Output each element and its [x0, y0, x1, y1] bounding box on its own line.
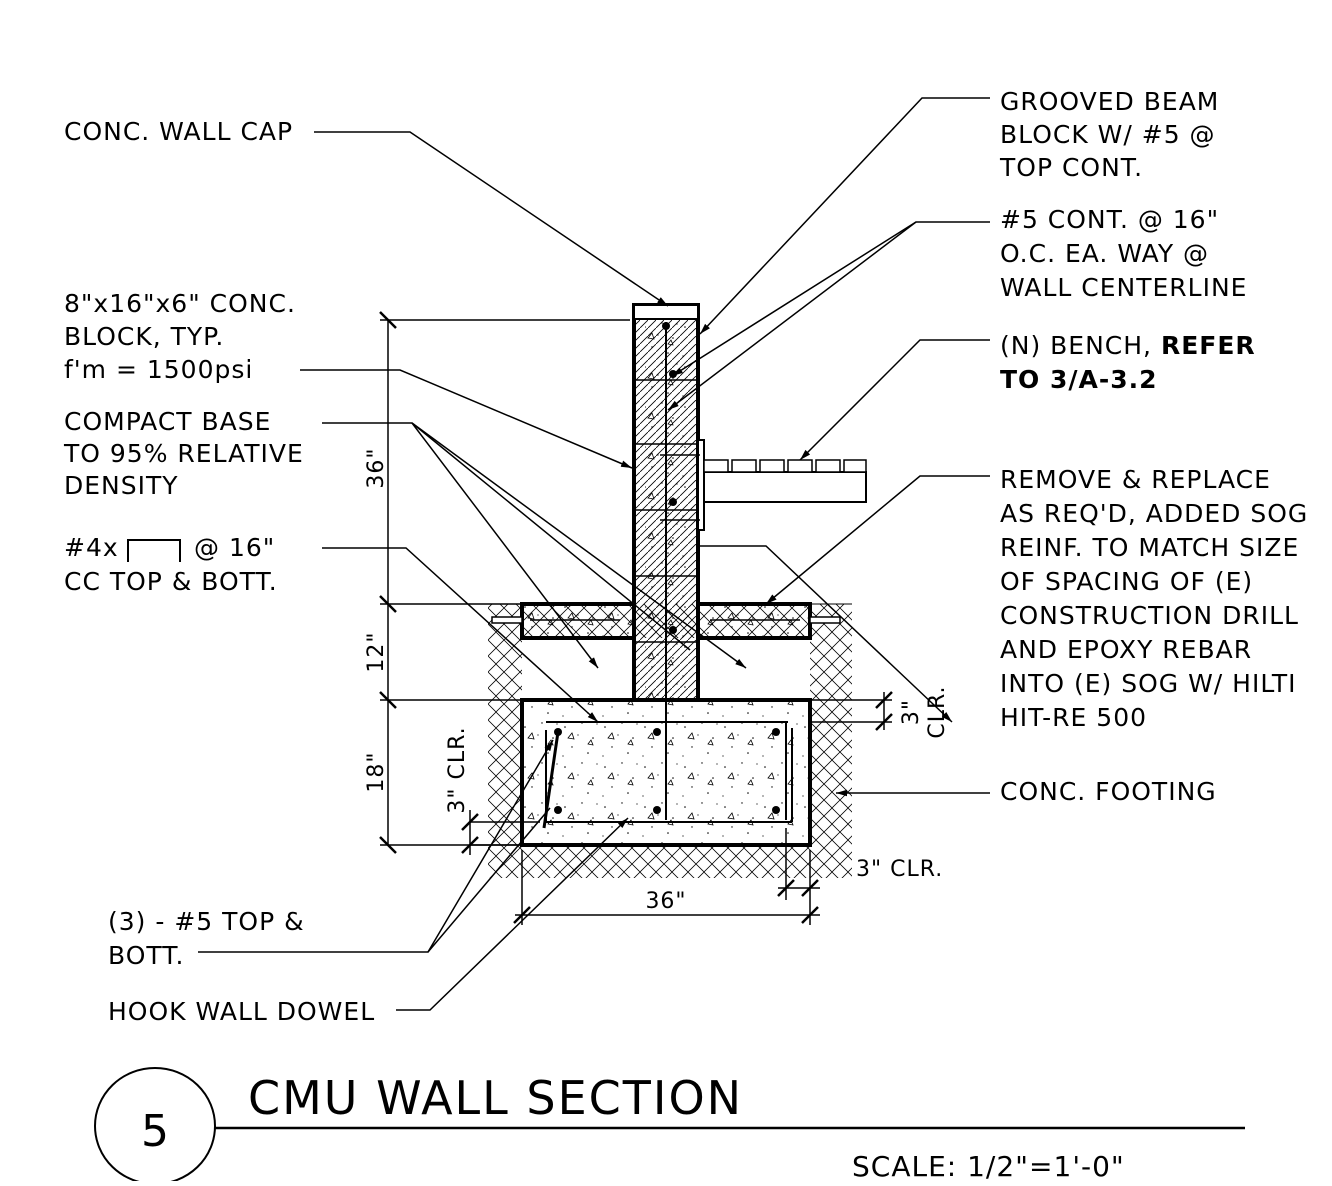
- title-block: 5 CMU WALL SECTION SCALE: 1/2"=1'-0": [94, 1067, 1245, 1185]
- note-remove-line8: HIT-RE 500: [1000, 703, 1147, 732]
- note-remove-line6: AND EPOXY REBAR: [1000, 635, 1252, 664]
- dim-footing-width: 36": [645, 889, 686, 914]
- note-cont-line2: O.C. EA. WAY @: [1000, 239, 1209, 268]
- note-remove-line3: REINF. TO MATCH SIZE: [1000, 533, 1299, 562]
- note-bench-line1: (N) BENCH, REFER: [1000, 331, 1256, 360]
- note-bars-line2: BOTT.: [108, 941, 184, 970]
- detail-number: 5: [141, 1106, 169, 1157]
- note-stirrup-line2: CC TOP & BOTT.: [64, 567, 278, 596]
- drawing-scale: SCALE: 1/2"=1'-0": [852, 1150, 1125, 1181]
- leader-lines: [198, 97, 990, 1011]
- dim-footing-depth: 18": [364, 751, 389, 792]
- note-block-line2: BLOCK, TYP.: [64, 322, 224, 351]
- note-remove-line1: REMOVE & REPLACE: [1000, 465, 1271, 494]
- note-cont-line3: WALL CENTERLINE: [1000, 273, 1247, 302]
- note-remove-line7: INTO (E) SOG W/ HILTI: [1000, 669, 1296, 698]
- note-bench-ref-sheet: TO 3/A-3.2: [1000, 365, 1158, 394]
- note-stirrup-spacing: @ 16": [194, 533, 275, 562]
- note-compact-line3: DENSITY: [64, 471, 179, 500]
- note-bench-refer: REFER: [1161, 331, 1256, 360]
- dimension-lines: [379, 311, 893, 925]
- slab-on-grade: [488, 602, 852, 640]
- dim-clr-top: 3": [899, 699, 924, 725]
- note-compact-line2: TO 95% RELATIVE: [63, 439, 304, 468]
- note-remove-line5: CONSTRUCTION DRILL: [1000, 601, 1299, 630]
- note-remove-line4: OF SPACING OF (E): [1000, 567, 1253, 596]
- bench: [660, 439, 867, 531]
- dim-clr-side: 3" CLR.: [445, 726, 470, 813]
- stirrup-symbol: [127, 539, 181, 562]
- note-beam-line3: TOP CONT.: [999, 153, 1143, 182]
- dim-clr-bottom: 3" CLR.: [856, 857, 943, 882]
- note-block-line3: f'm = 1500psi: [64, 355, 253, 384]
- note-beam-line2: BLOCK W/ #5 @: [1000, 120, 1216, 149]
- note-stirrup-prefix: #4x: [64, 533, 119, 562]
- dim-slab-height: 12": [364, 631, 389, 672]
- note-bench-text: (N) BENCH,: [1000, 331, 1161, 360]
- cmu-wall: [632, 303, 700, 702]
- dim-wall-height: 36": [364, 447, 389, 488]
- note-cont-line1: #5 CONT. @ 16": [1000, 205, 1219, 234]
- note-hook-dowel: HOOK WALL DOWEL: [108, 997, 375, 1026]
- note-bars-line1: (3) - #5 TOP &: [108, 907, 305, 936]
- note-wall-cap: CONC. WALL CAP: [64, 117, 293, 146]
- drawing-title: CMU WALL SECTION: [248, 1071, 743, 1125]
- note-conc-footing: CONC. FOOTING: [1000, 777, 1217, 806]
- note-remove-line2: AS REQ'D, ADDED SOG: [1000, 499, 1308, 528]
- note-block-line1: 8"x16"x6" CONC.: [64, 289, 296, 318]
- note-beam-line1: GROOVED BEAM: [1000, 87, 1219, 116]
- dim-clr-top-word: CLR.: [925, 685, 950, 738]
- note-compact-line1: COMPACT BASE: [64, 407, 271, 436]
